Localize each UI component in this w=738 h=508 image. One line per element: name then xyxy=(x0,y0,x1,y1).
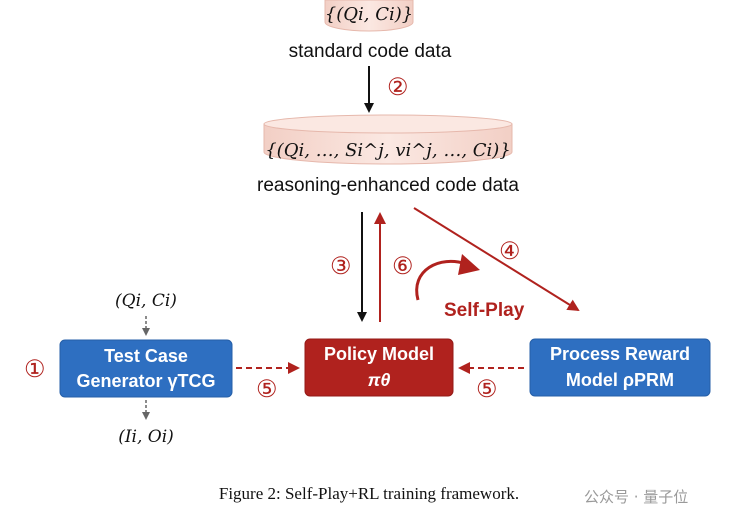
standard-code-data-store: {(Qi, Ci)} xyxy=(324,0,414,32)
step-2-marker: ② xyxy=(387,74,409,101)
policy-model-box: Policy Model πθ xyxy=(304,338,454,397)
tcg-input-formula: (Qi, Ci) xyxy=(115,291,177,311)
self-play-curve-icon xyxy=(415,254,480,301)
step-5-left-marker: ⑤ xyxy=(256,376,278,403)
step-4-marker: ④ xyxy=(499,238,521,265)
step-5-right-marker: ⑤ xyxy=(476,376,498,403)
step-1-marker: ① xyxy=(24,356,46,383)
step-6-marker: ⑥ xyxy=(392,253,414,280)
prm-title-line1: Process Reward xyxy=(550,344,690,364)
self-play-label: Self-Play xyxy=(444,300,525,321)
standard-code-data-label: standard code data xyxy=(289,41,452,62)
figure-caption: Figure 2: Self-Play+RL training framewor… xyxy=(218,484,520,503)
tcg-title-line2: Generator γTCG xyxy=(76,371,215,391)
arrow-step-4 xyxy=(413,207,580,312)
prm-title-line2: Model ρPRM xyxy=(566,370,674,390)
policy-model-symbol: πθ xyxy=(368,370,391,390)
standard-code-data-formula: {(Qi, Ci)} xyxy=(325,4,413,25)
reasoning-enhanced-data-formula: {(Qi, …, Si^j, vi^j, …, Ci)} xyxy=(265,140,511,161)
reasoning-enhanced-data-label: reasoning-enhanced code data xyxy=(257,175,519,196)
step-3-marker: ③ xyxy=(330,253,352,280)
policy-model-title: Policy Model xyxy=(324,344,434,364)
reasoning-enhanced-data-store: {(Qi, …, Si^j, vi^j, …, Ci)} xyxy=(263,114,513,165)
tcg-title-line1: Test Case xyxy=(104,346,188,366)
watermark: 公众号 · 量子位 xyxy=(584,488,689,506)
test-case-generator-box: Test Case Generator γTCG xyxy=(59,339,233,398)
process-reward-model-box: Process Reward Model ρPRM xyxy=(529,338,711,397)
tcg-output-formula: (Ii, Oi) xyxy=(118,427,174,447)
